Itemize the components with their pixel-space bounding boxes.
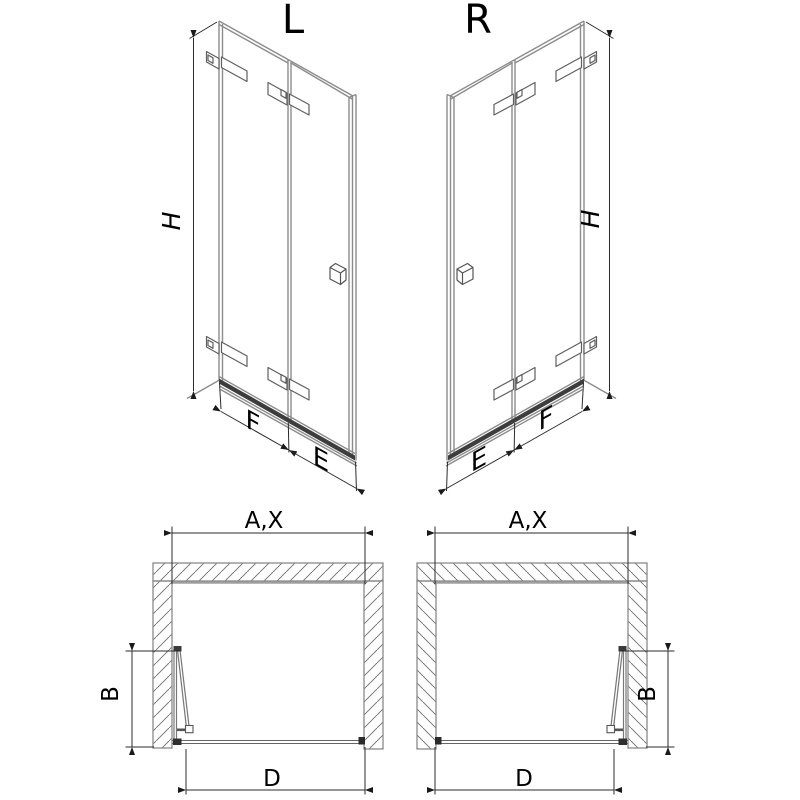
entry-width-label-right-plan: D xyxy=(515,766,533,792)
panel-width-label-left: F xyxy=(246,403,261,442)
fold-depth-label-right-plan: B xyxy=(635,686,661,702)
left-variant-label: L xyxy=(282,0,305,43)
plan-view-left xyxy=(126,527,384,795)
perspective-view-left xyxy=(187,21,357,491)
perspective-view-right xyxy=(446,21,616,491)
fixed-width-label-right: E xyxy=(471,439,487,479)
opening-width-label-left-plan: A,X xyxy=(245,508,284,534)
opening-width-label-right-plan: A,X xyxy=(509,508,548,534)
height-dimension-label-left: H xyxy=(157,211,186,230)
entry-width-label-left-plan: D xyxy=(263,766,281,792)
right-variant-label: R xyxy=(464,0,492,43)
fold-depth-label-left-plan: B xyxy=(98,686,124,702)
panel-width-label-right: F xyxy=(539,399,554,438)
height-dimension-label-right: H xyxy=(576,209,605,228)
fixed-width-label-left: E xyxy=(313,439,329,479)
plan-view-right xyxy=(417,527,675,795)
